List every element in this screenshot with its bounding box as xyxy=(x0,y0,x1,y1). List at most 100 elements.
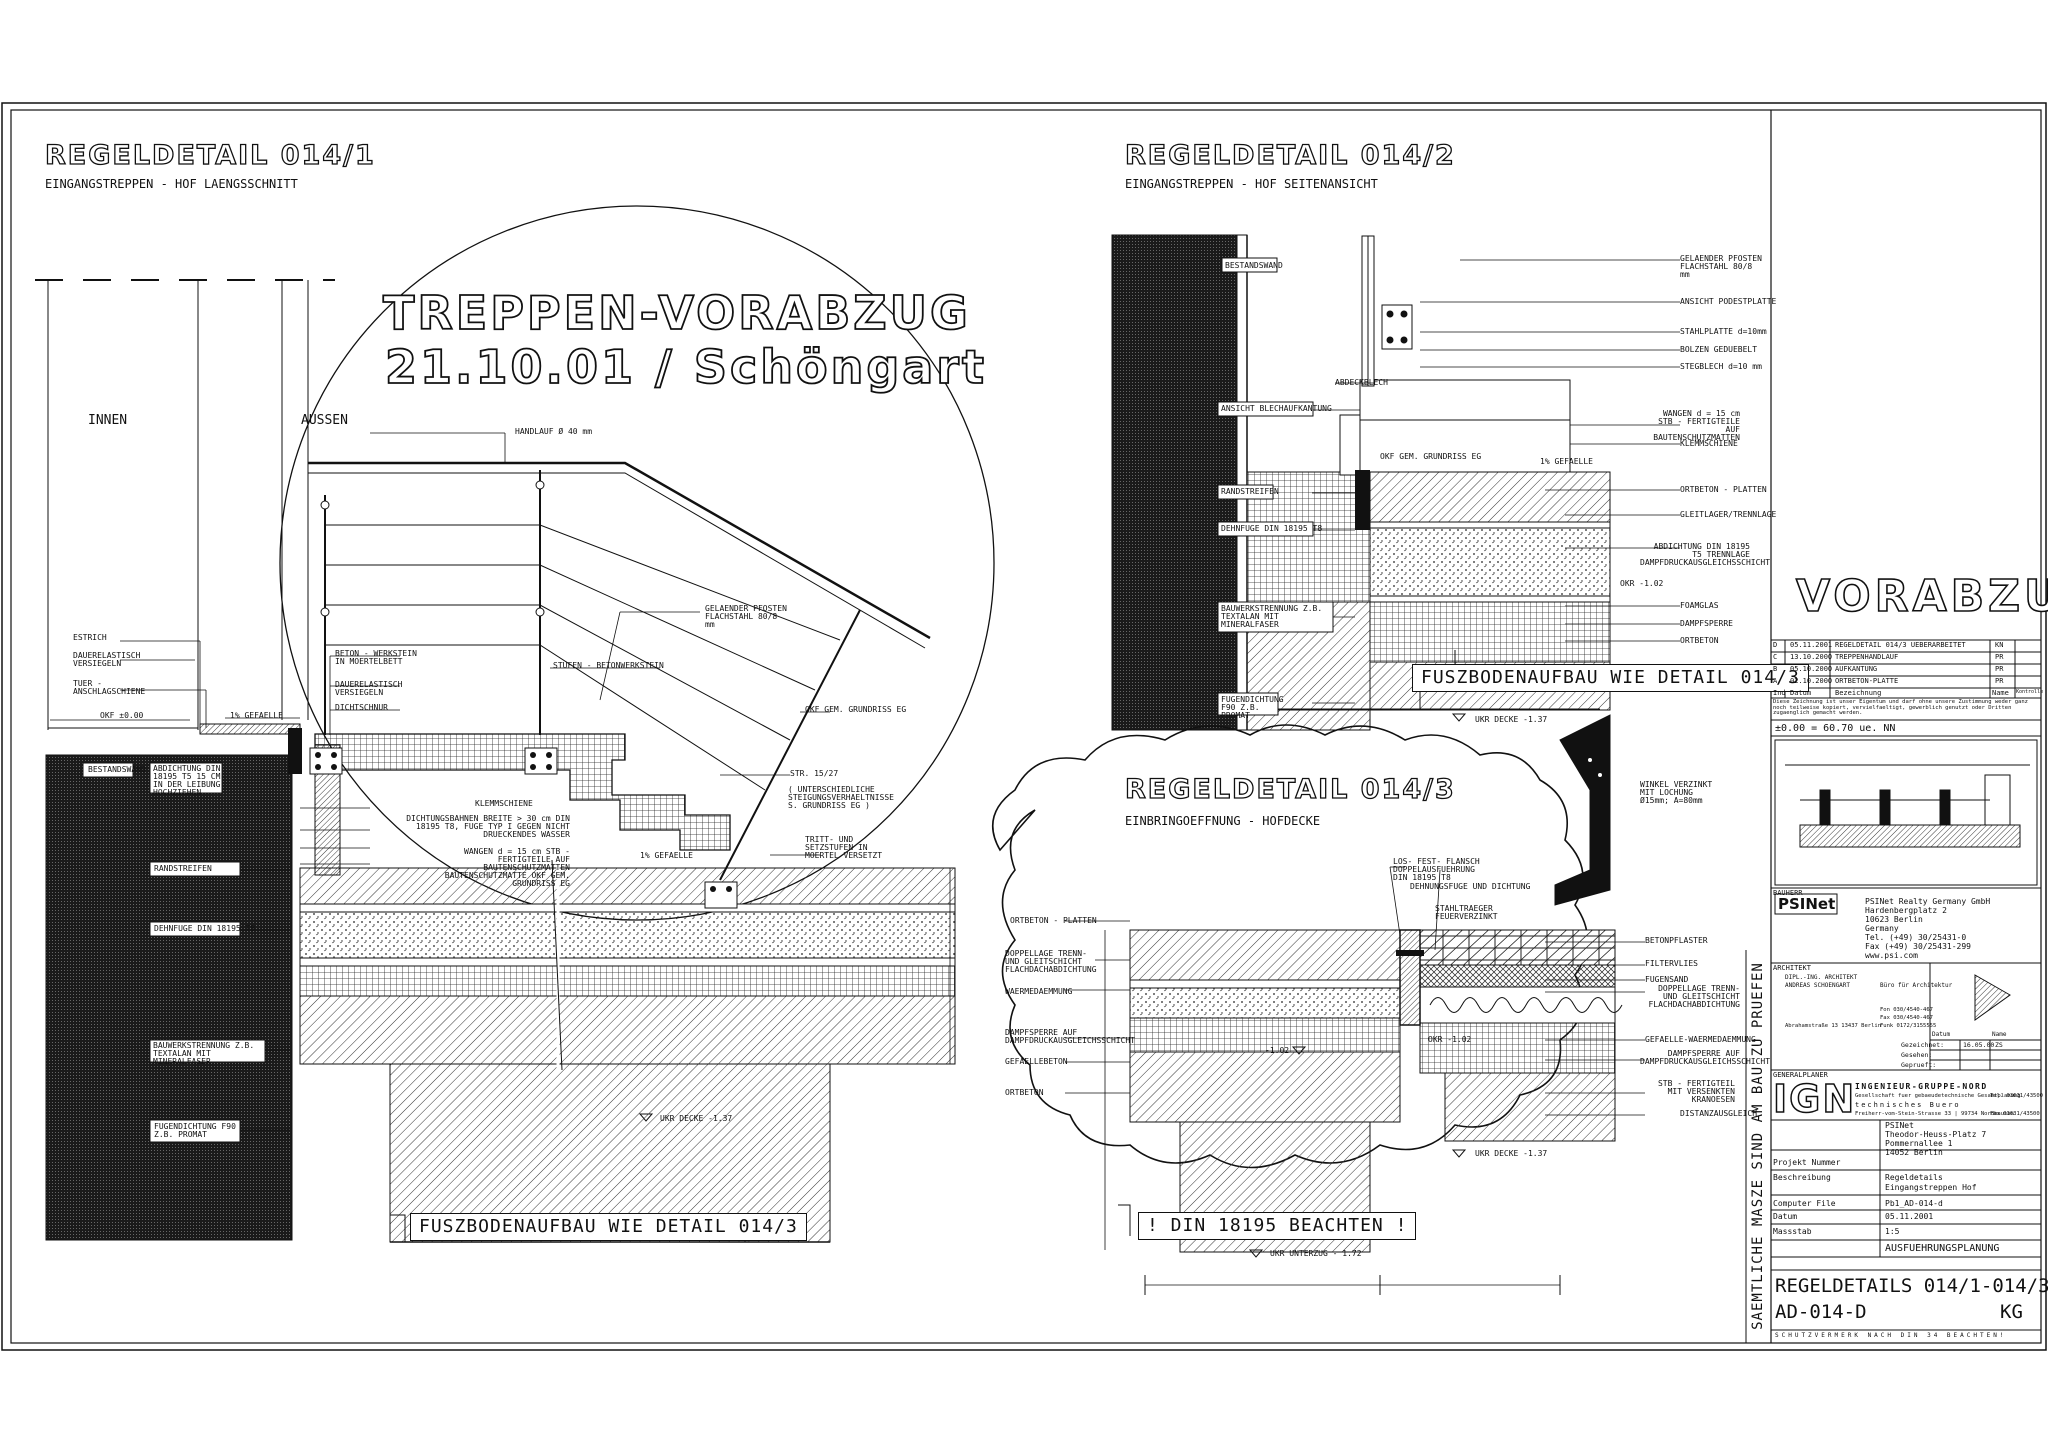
psinet-logo-box xyxy=(1774,893,1838,915)
copyright-note: Diese Zeichnung ist unser Eigentum und d… xyxy=(1773,699,2028,716)
rev-date-b: 05.10.2000 xyxy=(1790,665,1833,673)
rev-head-name: Name xyxy=(1992,689,2009,697)
level-reference: ±0.00 = 60.70 ue. NN xyxy=(1775,723,1896,734)
detail-014-3 xyxy=(991,714,1645,1295)
rev-date-d: 05.11.2001 xyxy=(1790,641,1833,649)
label-okr-l: -1.02 xyxy=(1265,1046,1290,1055)
site-line-3: Pommernallee 1 xyxy=(1885,1139,1953,1148)
label-gefaellebeton: GEFAELLEBETON xyxy=(1005,1057,1068,1066)
label-stb: STB - FERTIGTEIL MIT VERSENKTEN KRANOESE… xyxy=(1657,1079,1735,1104)
label-estrich: ESTRICH xyxy=(73,633,107,642)
drawing-number: AD-014-D xyxy=(1775,1301,1867,1323)
rev-date-c: 13.10.2000 xyxy=(1790,653,1833,661)
label-str: STR. 15/27 xyxy=(790,769,839,778)
detail2-title: REGELDETAIL 014/2 xyxy=(1124,140,1456,171)
massstab-value: 1:5 xyxy=(1885,1227,1900,1236)
rev-idx-c: C xyxy=(1773,653,1778,661)
stamp-line-2: 21.10.01 / Schöngart xyxy=(384,340,987,394)
label-fugendichtung-2: FUGENDICHTUNG F90 Z.B. PROMAT xyxy=(1221,695,1284,720)
outer-frame xyxy=(1,102,2047,1351)
detail-014-1 xyxy=(35,205,995,1243)
label-unterschiedl: ( UNTERSCHIEDLICHE STEIGUNGSVERHAELTNISS… xyxy=(788,785,894,810)
label-bauwerkstrennung-2: BAUWERKSTRENNUNG Z.B. TEXTALAN MIT MINER… xyxy=(1221,604,1323,629)
label-distanz: DISTANZAUSGLEICH xyxy=(1680,1109,1758,1118)
label-gefaelle-wd: GEFAELLE-WAERMEDAEMMUNG xyxy=(1645,1035,1756,1044)
label-bautenschutz: BAUTENSCHUTZMATTE OKF GEM. GRUNDRISS EG xyxy=(444,871,570,888)
existing-wall xyxy=(45,754,293,1241)
label-okf: OKF ±0.00 xyxy=(100,711,144,720)
label-abdichtung-2: ABDICHTUNG DIN 18195 T5 TRENNLAGE DAMPFD… xyxy=(1640,542,1771,567)
bauherr-head: BAUHERR xyxy=(1773,889,1803,897)
phase: AUSFUEHRUNGSPLANUNG xyxy=(1885,1243,2000,1254)
rev-idx-d: D xyxy=(1773,641,1778,649)
label-dampfsperre-l: DAMPFSPERRE AUF DAMPFDRUCKAUSGLEICHSSCHI… xyxy=(1005,1028,1136,1045)
datum-label: Datum xyxy=(1773,1212,1798,1221)
rev-head-ind: Ind xyxy=(1773,689,1786,697)
label-waermedaemmung: WAERMEDAEMMUNG xyxy=(1005,987,1073,996)
detail1-boxed-note: FUSZBODENAUFBAU WIE DETAIL 014/3 xyxy=(410,1213,807,1241)
detail3-boxed-note: ! DIN 18195 BEACHTEN ! xyxy=(1138,1212,1417,1240)
architekt-address: Abrahamstraße 13 13437 Berlin xyxy=(1785,1023,1882,1029)
label-tuer: TUER - ANSCHLAGSCHIENE xyxy=(73,679,146,696)
client-line-2: Hardenbergplatz 2 xyxy=(1865,906,1947,915)
label-losfest: LOS- FEST- FLANSCH DOPPELAUSFUEHRUNG DIN… xyxy=(1393,857,1480,882)
label-ukr-2: UKR DECKE -1.37 xyxy=(1475,715,1548,724)
rev-idx-b: B xyxy=(1773,665,1778,673)
label-outside: AUSSEN xyxy=(301,413,348,428)
label-doppellage-l: DOPPELLAGE TRENN- UND GLEITSCHICHT FLACH… xyxy=(1005,949,1097,974)
label-tritt: TRITT- UND SETZSTUFEN IN MOERTEL VERSETZ… xyxy=(805,835,883,860)
label-podest: ANSICHT PODESTPLATTE xyxy=(1680,297,1777,306)
title-block-lines xyxy=(1771,639,2041,1331)
label-bolzen: BOLZEN GEDUEBELT xyxy=(1680,345,1758,354)
rev-name-c: PR xyxy=(1995,653,2004,661)
schutz-note: SCHUTZVERMERK NACH DIN 34 BEACHTEN! xyxy=(1775,1332,2007,1339)
label-okf-grundriss: OKF GEM. GRUNDRISS EG xyxy=(805,705,907,714)
drawing-title: REGELDETAILS 014/1-014/3 xyxy=(1775,1275,2048,1297)
label-ortbeton-platten-3: ORTBETON - PLATTEN xyxy=(1010,916,1097,925)
label-winkel: WINKEL VERZINKT MIT LOCHUNG Ø15mm; A=80m… xyxy=(1640,780,1713,805)
detail-014-2 xyxy=(1111,234,1680,731)
label-abdichtung: ABDICHTUNG DIN 18195 T5 15 CM IN DER LEI… xyxy=(153,764,221,797)
label-klemmschiene-2: KLEMMSCHIENE xyxy=(1680,439,1738,448)
ign-line-1: INGENIEUR-GRUPPE-NORD xyxy=(1855,1082,1988,1091)
rev-head-bez: Bezeichnung xyxy=(1835,689,1882,697)
label-randstreifen: RANDSTREIFEN xyxy=(154,864,212,873)
rev-name-a: PR xyxy=(1995,677,2004,685)
architekt-funk: Funk 0172/3155555 xyxy=(1880,1023,1937,1029)
detail1-title: REGELDETAIL 014/1 xyxy=(44,140,376,171)
beschreibung-line-1: Regeldetails xyxy=(1885,1173,1943,1182)
massstab-label: Massstab xyxy=(1773,1227,1812,1236)
ign-fax: Fax 03631/43500 xyxy=(1990,1111,2040,1117)
label-wangen: WANGEN d = 15 cm STB - FERTIGTEILE AUF B… xyxy=(464,847,570,872)
datum-head: Datum xyxy=(1932,1031,1951,1038)
projekt-nummer: Projekt Nummer xyxy=(1773,1158,1841,1167)
label-handlauf: HANDLAUF Ø 40 mm xyxy=(515,427,593,436)
label-bauwerkstrennung: BAUWERKSTRENNUNG Z.B. TEXTALAN MIT MINER… xyxy=(153,1041,255,1066)
label-ukr-3: UKR DECKE -1.37 xyxy=(1475,1149,1548,1158)
file-value: Pb1_AD-014-d xyxy=(1885,1199,1943,1208)
datum-value: 05.11.2001 xyxy=(1885,1212,1934,1221)
label-wangen-2: WANGEN d = 15 cm STB - FERTIGTEILE AUF B… xyxy=(1653,409,1740,442)
inner-frame xyxy=(10,109,2042,1344)
file-label: Computer File xyxy=(1773,1199,1836,1208)
vorabzug-stamp: VORABZUG xyxy=(1795,571,2048,622)
label-inside: INNEN xyxy=(88,413,128,428)
label-gelaender: GELAENDER PFOSTEN FLACHSTAHL 80/8 mm xyxy=(705,604,787,629)
label-ortbeton-3: ORTBETON xyxy=(1005,1088,1044,1097)
architekt-fon: Fon 030/4540-467 xyxy=(1880,1007,1933,1013)
site-line-4: 14052 Berlin xyxy=(1885,1148,1943,1157)
label-ortbeton-2: ORTBETON xyxy=(1680,636,1719,645)
rev-name-b: PR xyxy=(1995,665,2004,673)
label-dauerelast: DAUERELASTISCH VERSIEGELN xyxy=(73,651,141,668)
label-dampfsperre-2: DAMPFSPERRE xyxy=(1680,619,1733,628)
label-randstreifen-2: RANDSTREIFEN xyxy=(1221,487,1279,496)
gesehen-label: Gesehen: xyxy=(1901,1051,1933,1059)
ign-line-3: technisches Buero xyxy=(1855,1101,1961,1109)
label-dehnung: DEHNUNGSFUGE UND DICHTUNG xyxy=(1410,882,1531,891)
winkel-angle xyxy=(1554,714,1611,906)
vertical-check-note: SAEMTLICHE MASZE SIND AM BAU ZU PRUEFEN xyxy=(1750,962,1766,1330)
label-dichtungsbahnen: DICHTUNGSBAHNEN BREITE > 30 cm DIN 18195… xyxy=(406,814,570,839)
site-line-1: PSINet xyxy=(1885,1121,1914,1130)
label-dampfsperre-r: DAMPFSPERRE AUF DAMPFDRUCKAUSGLEICHSSCHI… xyxy=(1640,1049,1771,1066)
label-fugendichtung: FUGENDICHTUNG F90 Z.B. PROMAT xyxy=(154,1122,236,1139)
